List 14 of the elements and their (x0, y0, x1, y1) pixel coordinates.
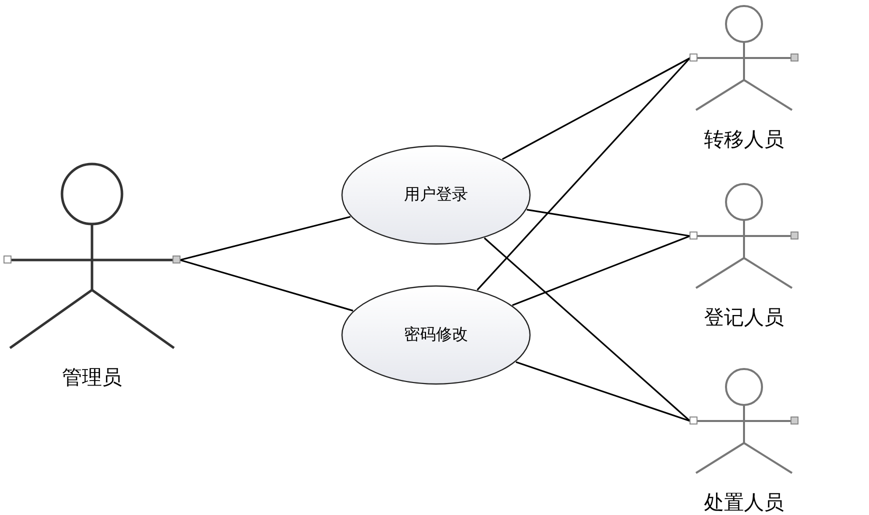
association-line (512, 235, 690, 306)
association-line (476, 57, 691, 291)
actor-name: 转移人员 (704, 126, 784, 153)
actor-name: 登记人员 (704, 304, 784, 331)
actor-name: 处置人员 (704, 489, 784, 515)
use-case-label: 密码修改 (404, 324, 468, 346)
association-line (180, 259, 354, 312)
association-line (180, 216, 351, 261)
association-line (516, 361, 690, 422)
association-line (484, 237, 691, 422)
association-line (526, 208, 690, 237)
use-case-label: 用户登录 (404, 184, 468, 206)
association-line (502, 57, 690, 160)
actor-name: 管理员 (62, 364, 122, 391)
